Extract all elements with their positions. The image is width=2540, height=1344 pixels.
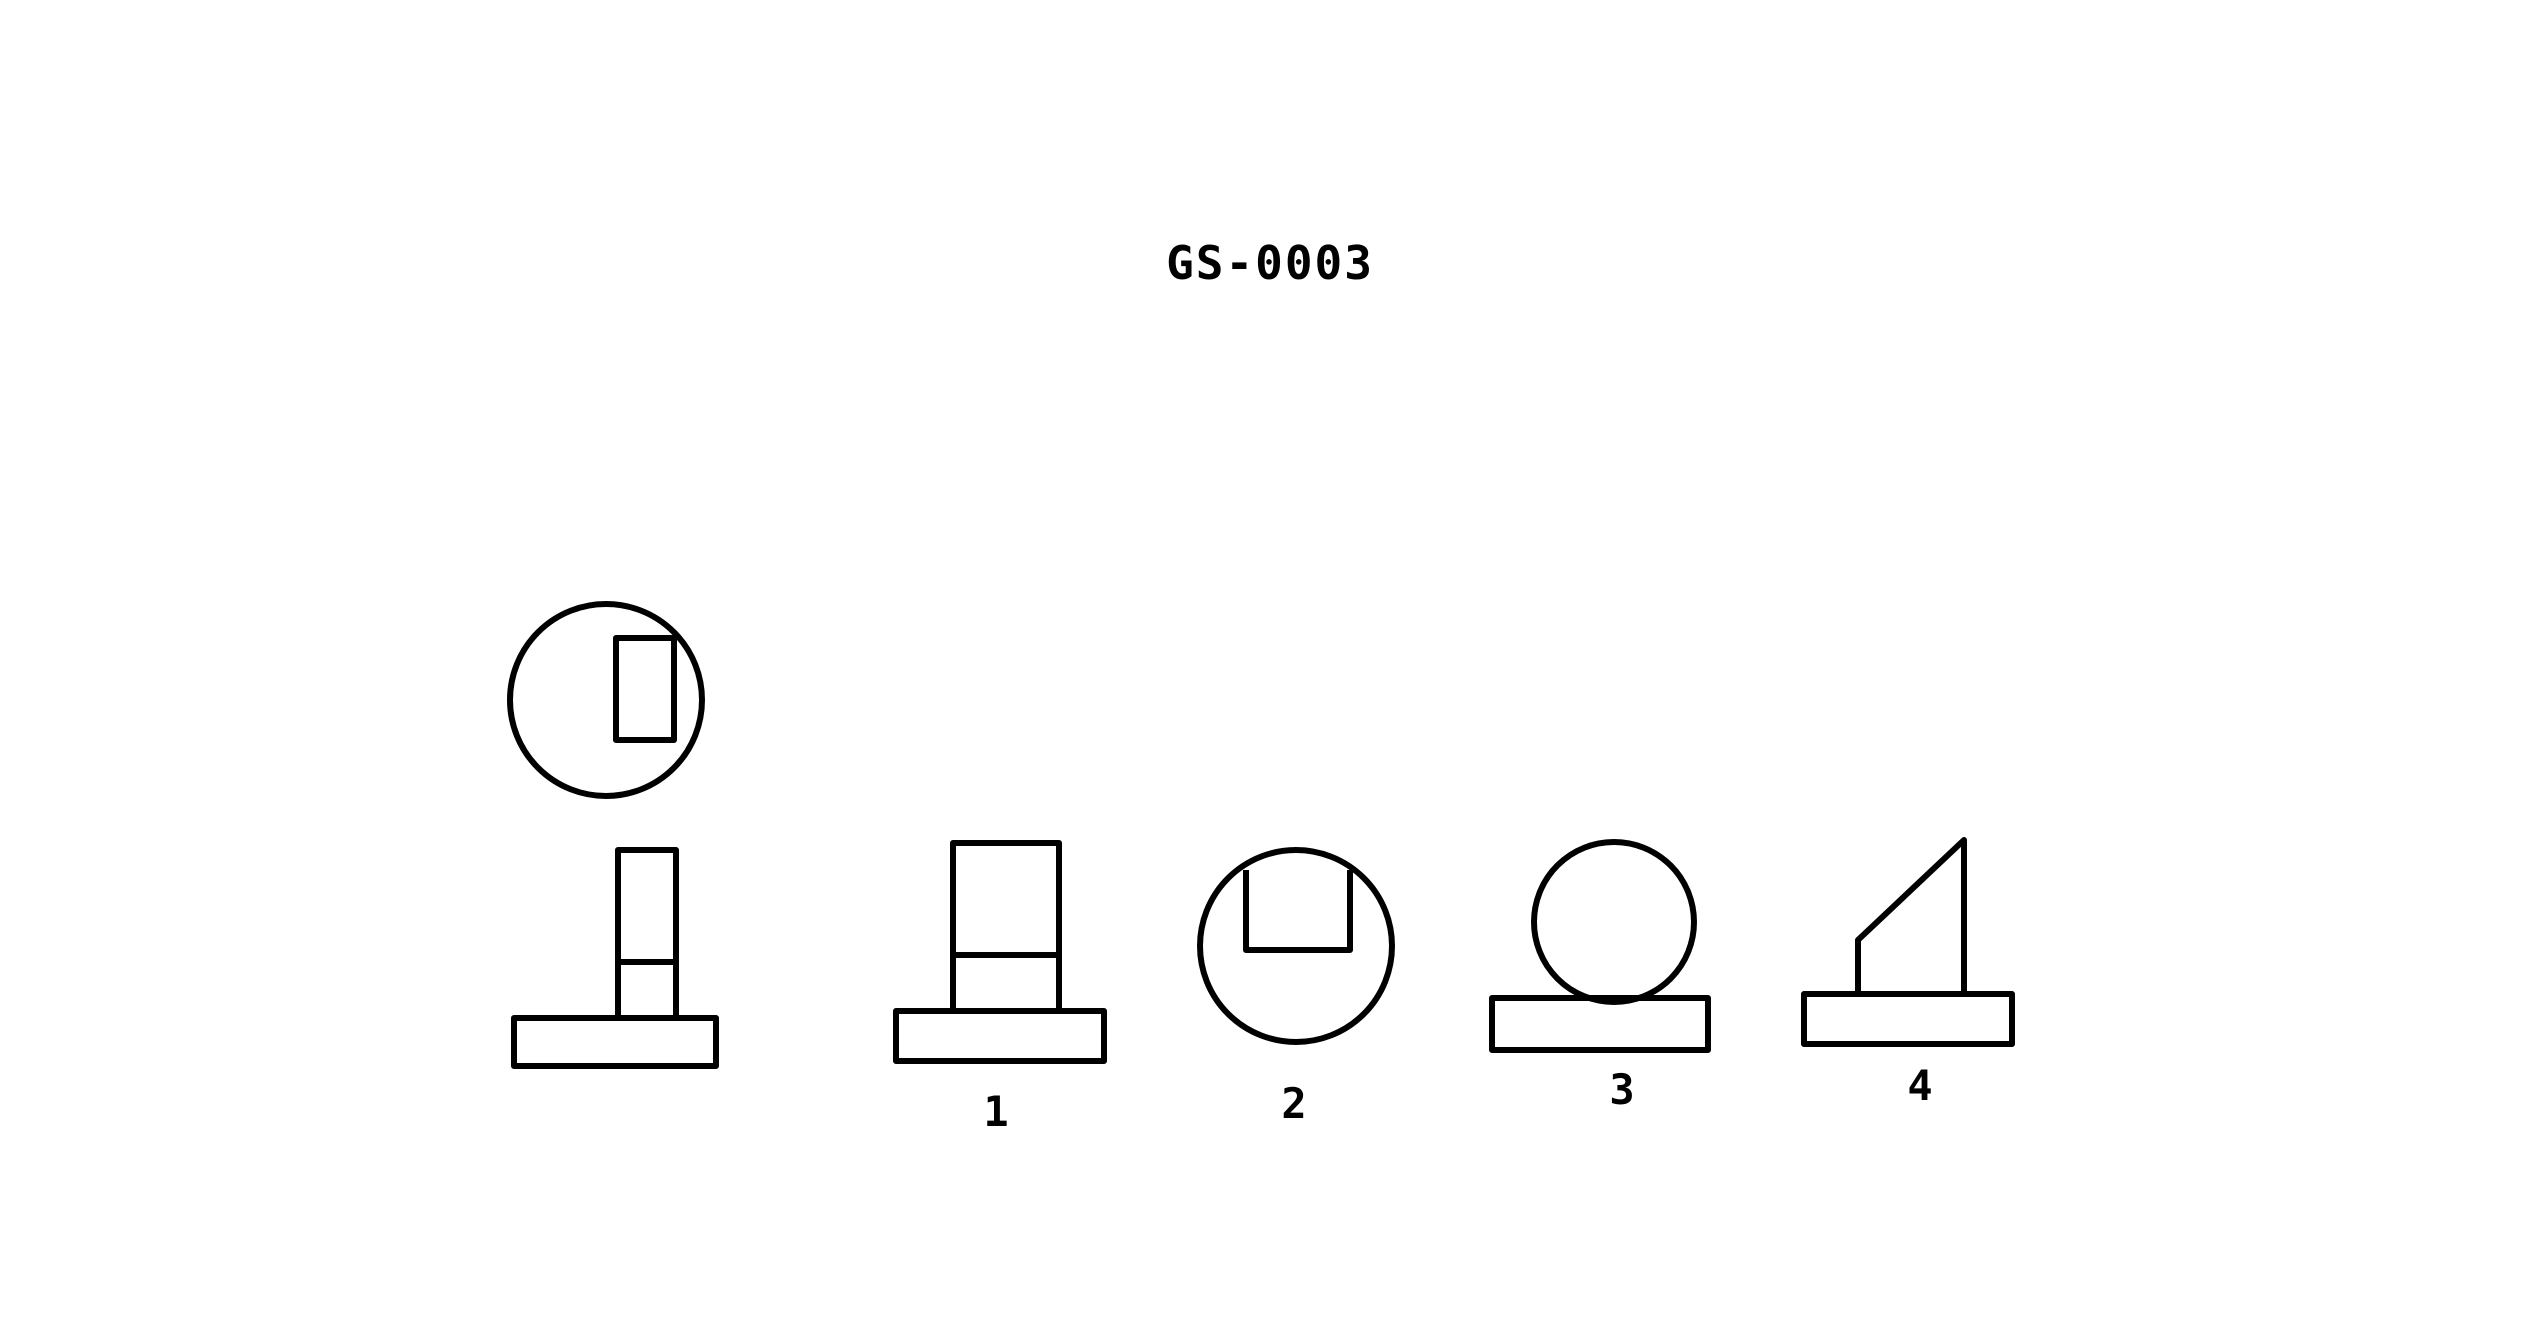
- option-3[interactable]: 3: [1489, 839, 1711, 1114]
- option-4-label: 4: [1907, 1061, 1932, 1110]
- option-2[interactable]: 2: [1197, 847, 1395, 1128]
- option-4-base: [1801, 991, 2015, 1047]
- option-3-label: 3: [1609, 1065, 1634, 1114]
- option-1-label: 1: [983, 1087, 1008, 1136]
- reference-inner-rect: [613, 635, 677, 743]
- option-3-ball: [1531, 839, 1697, 1005]
- option-4[interactable]: 4: [1801, 837, 2015, 1110]
- option-1-base: [893, 1008, 1107, 1064]
- reference-column: [615, 847, 679, 1021]
- option-3-base: [1489, 995, 1711, 1053]
- option-2-notch: [1243, 870, 1353, 953]
- reference-circle: [507, 601, 705, 799]
- option-4-wedge: [1855, 837, 1967, 997]
- option-1-block: [950, 840, 1062, 1014]
- option-2-label: 2: [1281, 1079, 1306, 1128]
- option-2-circle: [1197, 847, 1395, 1045]
- reference-front-view: [511, 847, 719, 1069]
- reference-base: [511, 1015, 719, 1069]
- page-title: GS-0003: [1166, 236, 1374, 290]
- option-1[interactable]: 1: [893, 840, 1107, 1136]
- reference-top-view: [507, 601, 705, 799]
